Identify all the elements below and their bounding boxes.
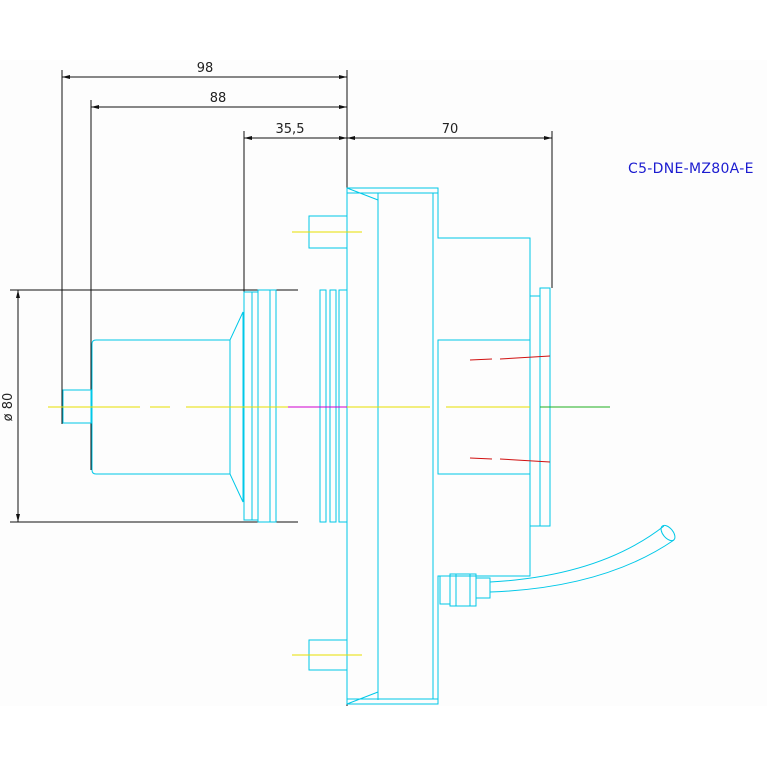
dim-98-label: 98 (197, 61, 214, 76)
drawing-sheet (0, 60, 767, 706)
part-outline (62, 187, 676, 705)
dim-35-5-label: 35,5 (276, 122, 305, 137)
dim-88-label: 88 (210, 91, 227, 106)
dim-diameter-label: ø 80 (1, 393, 16, 422)
center-lines (48, 231, 610, 656)
hidden-lines (469, 355, 551, 463)
dim-70-label: 70 (442, 122, 459, 137)
dimension-lines (10, 70, 553, 706)
part-code-label: C5-DNE-MZ80A-E (628, 161, 754, 177)
